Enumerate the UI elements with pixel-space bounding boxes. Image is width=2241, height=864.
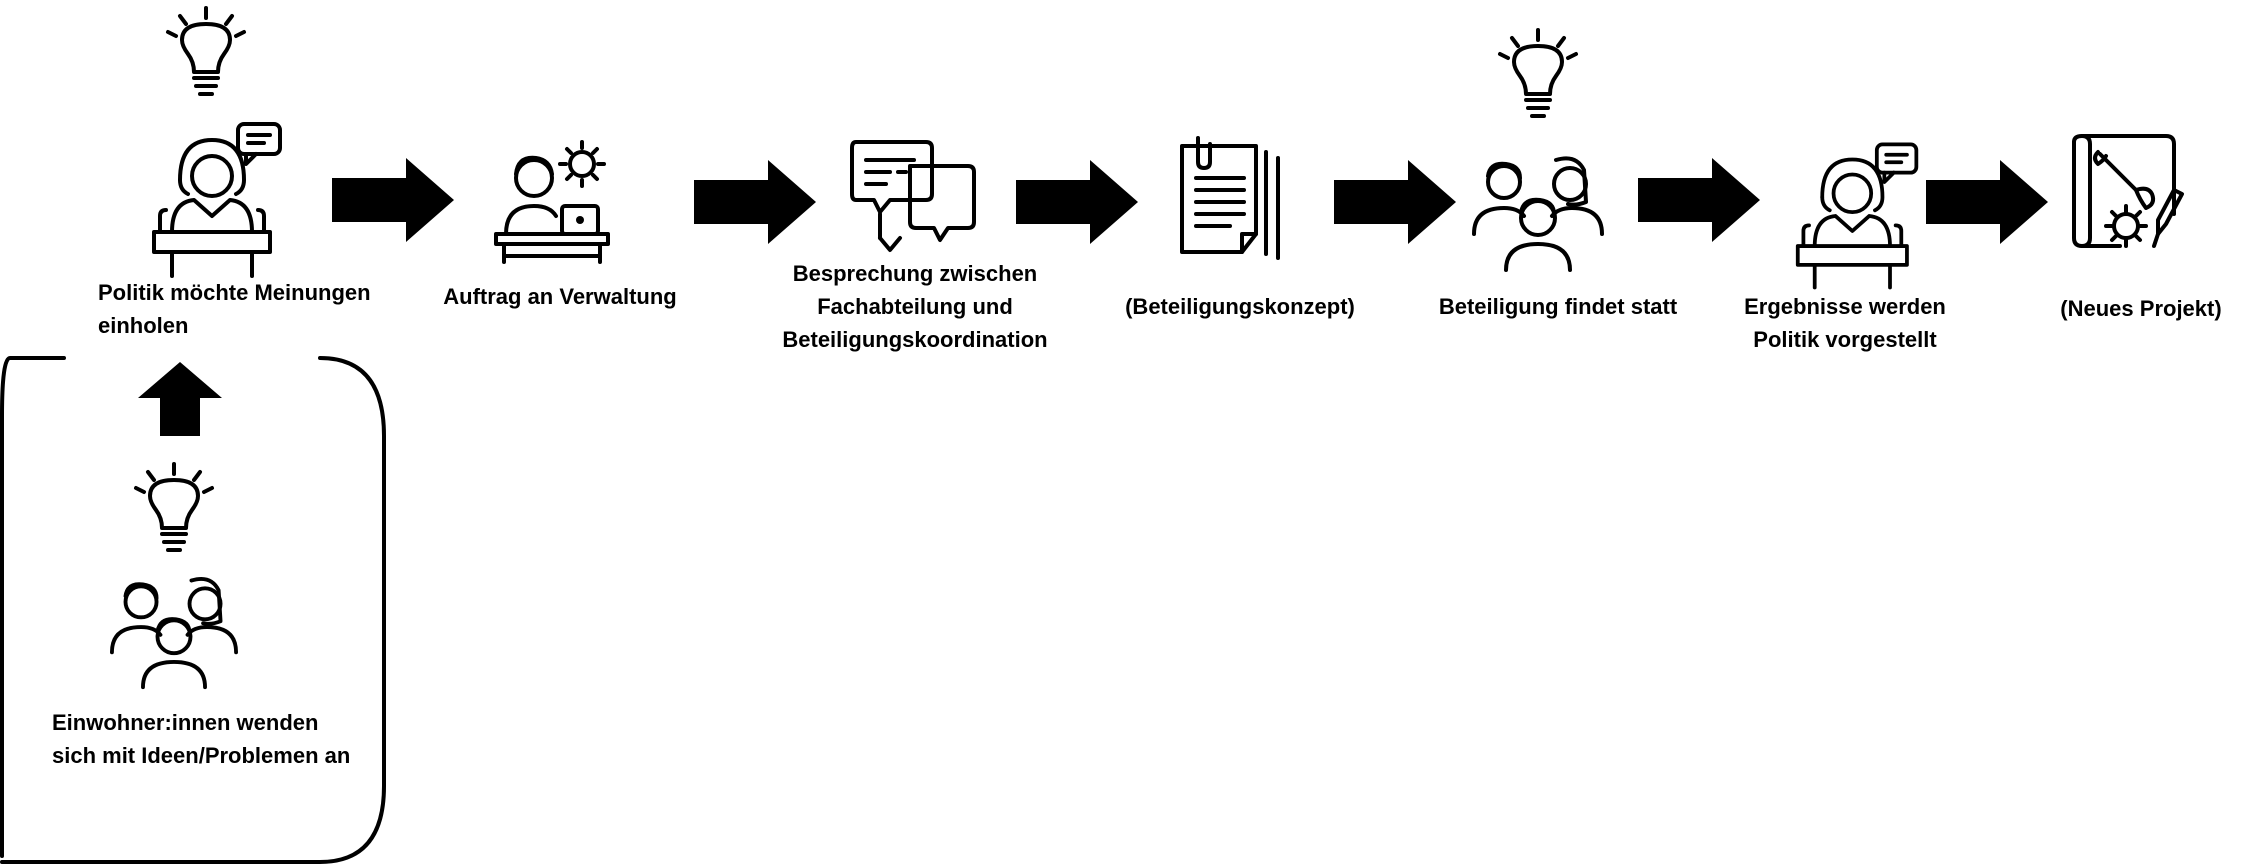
blueprint-tools-icon [2070,134,2184,262]
lightbulb-icon [1498,28,1578,124]
step-label-beteiligungskonzept: (Beteiligungskonzept) [1125,294,1355,319]
chat-bubbles-icon [850,138,976,254]
arrow-4 [1334,160,1456,244]
group-of-people-icon [110,568,238,690]
arrow-5 [1638,158,1760,242]
worker-with-laptop-gear-icon [494,134,610,266]
arrow-3 [1016,160,1138,244]
lightbulb-icon [134,462,214,558]
step-label-ergebnisse: Ergebnisse werden Politik vorgestellt [1744,294,1946,352]
step-label-neues-projekt: (Neues Projekt) [2060,296,2222,321]
origin-label-einwohner: Einwohner:innen wenden sich mit Ideen/Pr… [52,710,351,768]
document-stack-icon [1178,136,1284,260]
arrow-6 [1926,160,2048,244]
up-arrow [138,362,222,436]
step-label-besprechung: Besprechung zwischen Fachabteilung und B… [782,261,1048,352]
arrow-2 [694,160,816,244]
person-at-desk-speech-icon [1794,140,1922,290]
group-of-people-icon [1472,148,1604,272]
step-label-politik-meinungen: Politik möchte Meinungen einholen [98,280,371,338]
arrow-1 [332,158,454,242]
lightbulb-icon [166,6,246,102]
person-at-desk-speech-icon [150,120,286,278]
origin-frame [0,356,386,864]
step-label-auftrag-verwaltung: Auftrag an Verwaltung [443,284,677,309]
step-label-beteiligung-findet-statt: Beteiligung findet statt [1438,294,1678,319]
